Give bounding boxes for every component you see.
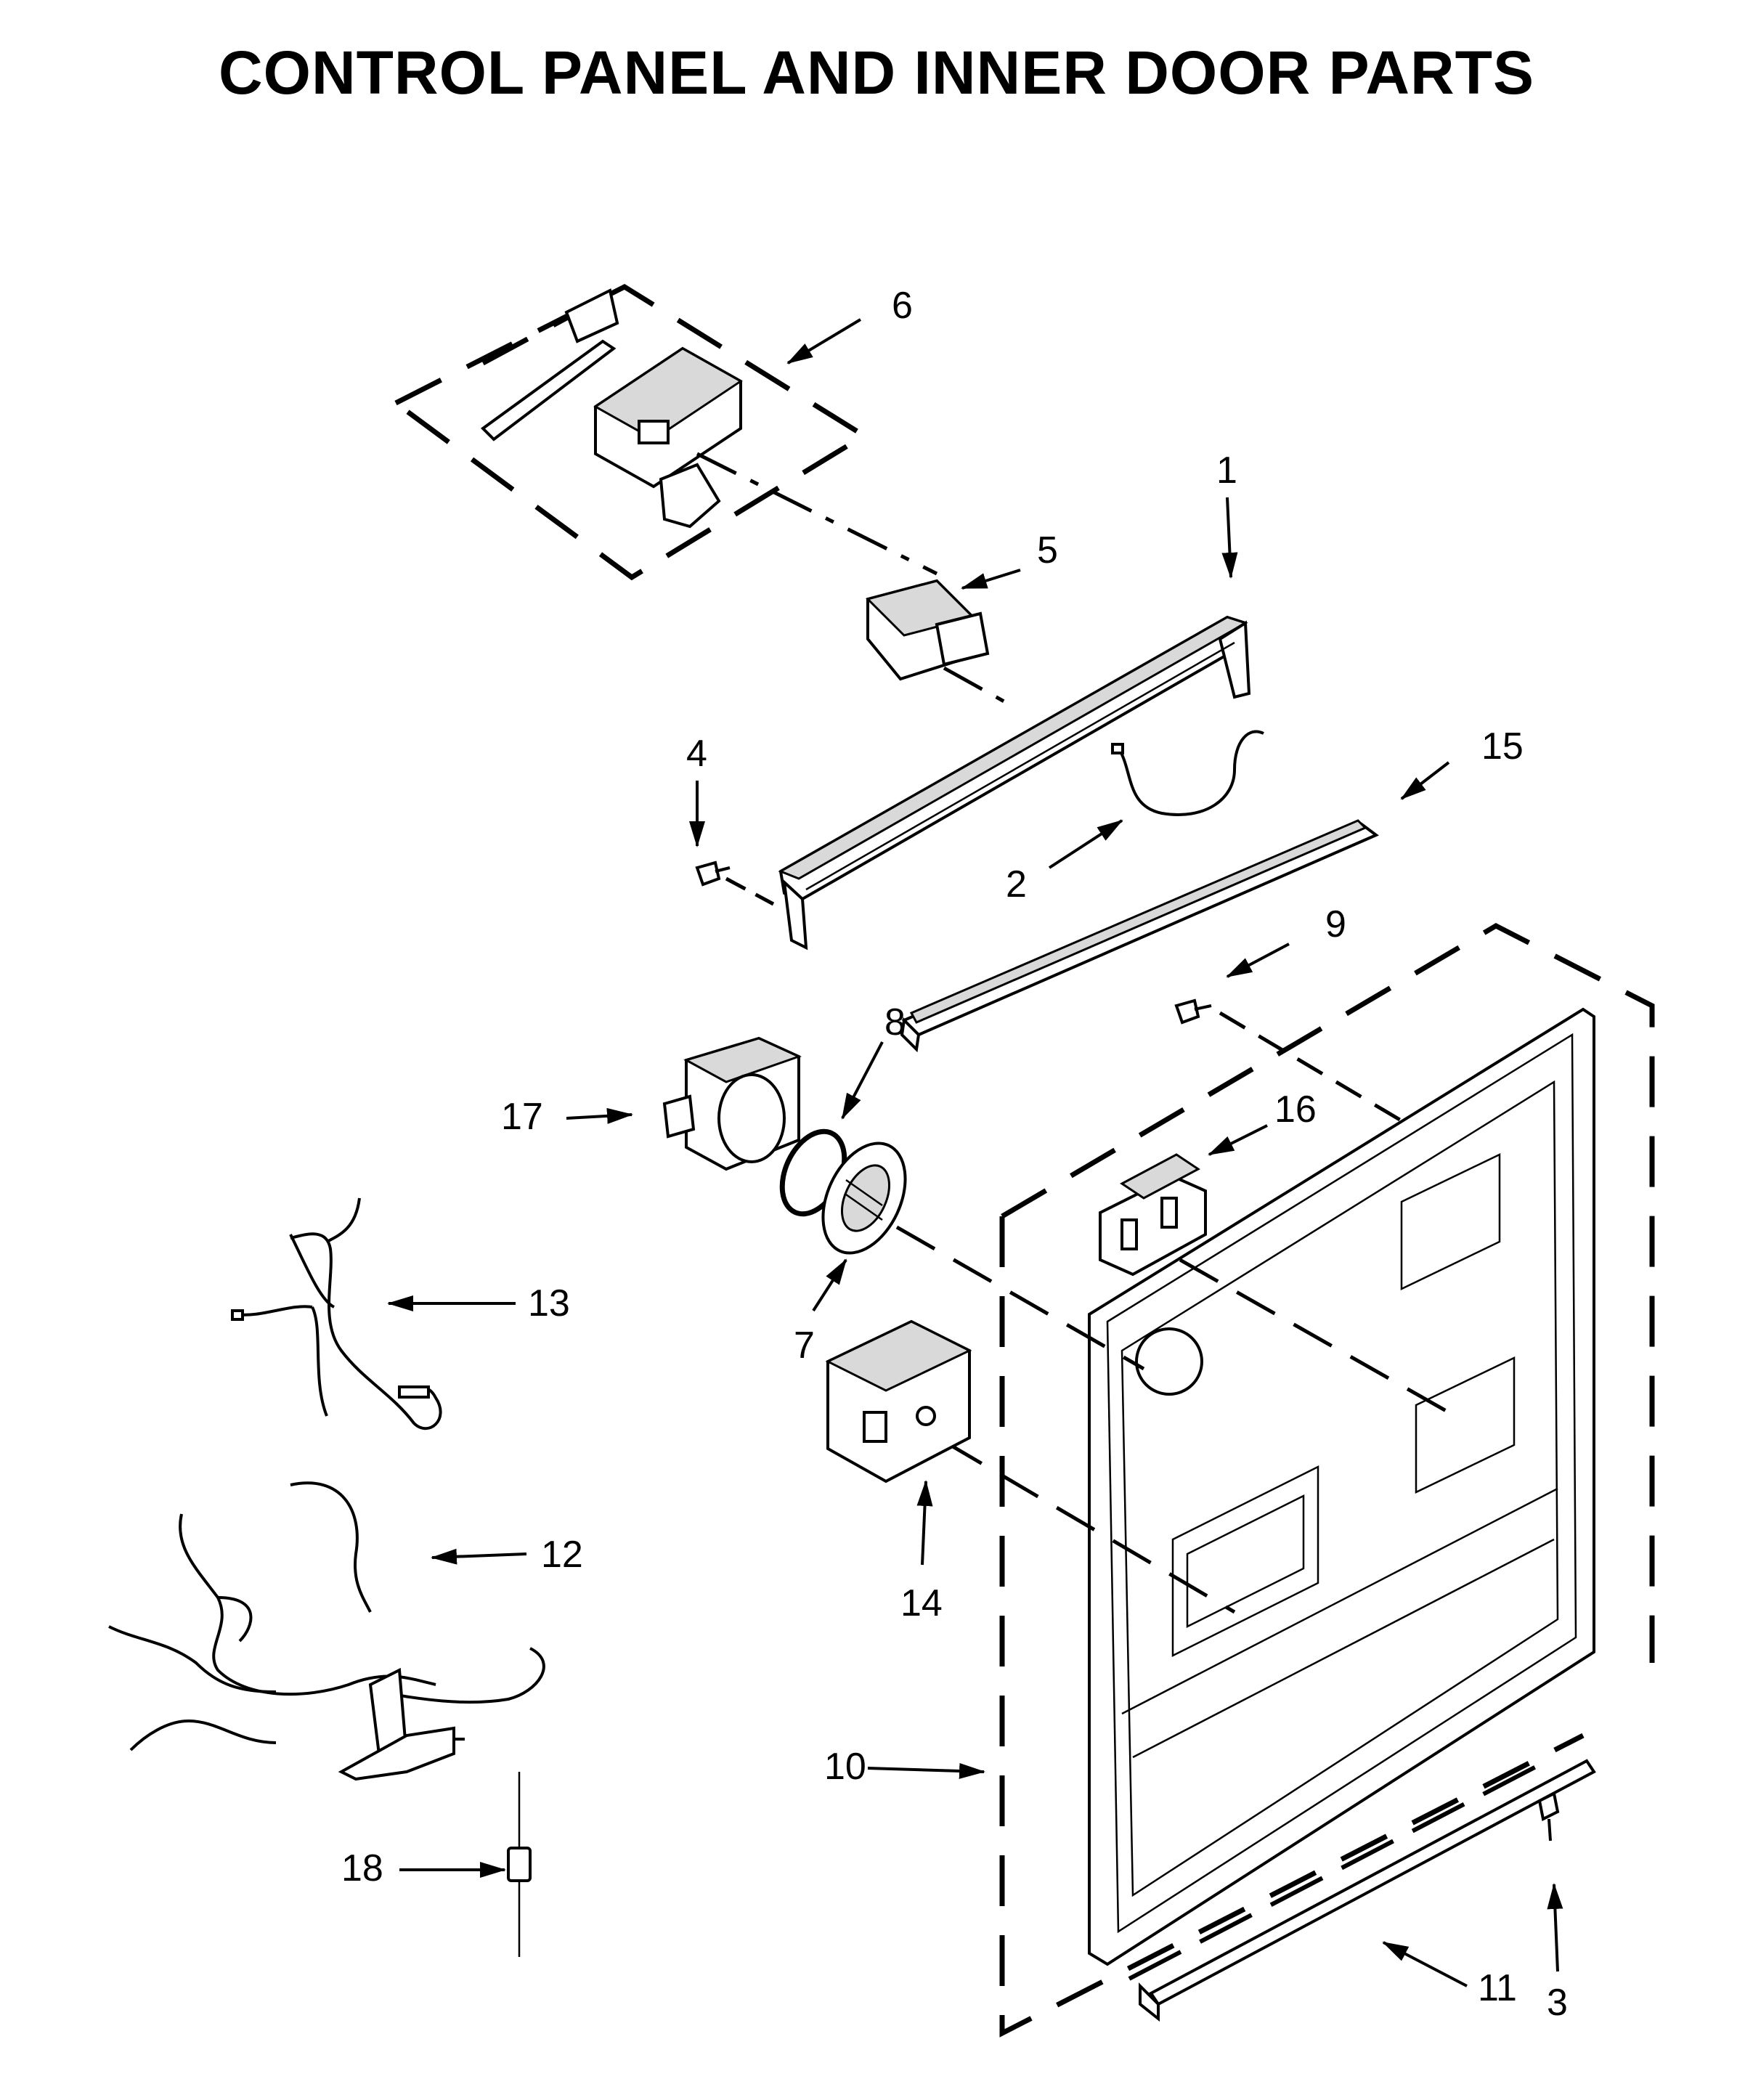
part-18-filter [507,1772,532,1957]
callout-8: 8 [884,1001,906,1043]
callout-16: 16 [1274,1088,1317,1131]
part-15-seal-strip [900,819,1379,1053]
page-title: CONTROL PANEL AND INNER DOOR PARTS [218,38,1535,107]
part-10-inner-door-box [999,923,1655,2038]
part-17-dispenser [662,1036,802,1171]
part-16-bracket [1099,1153,1207,1277]
part-1-control-panel [778,615,1251,951]
callout-11: 11 [1478,1967,1517,2009]
callout-9: 9 [1325,903,1346,945]
leader-5 [943,666,1011,707]
part-6-kit-box [394,283,869,581]
leader-4 [725,876,775,906]
part-3-screw [1537,1791,1560,1841]
part-9-screw [1174,998,1212,1025]
leader-7 [895,1225,1145,1371]
leader-6-to-5 [696,452,938,576]
callout-18: 18 [341,1847,383,1889]
part-2-connector [1111,743,1124,754]
callout-14: 14 [900,1582,943,1624]
inner-door-panel [1088,1007,1595,1966]
callout-5: 5 [1037,529,1058,571]
callout-12: 12 [541,1534,583,1576]
callout-3: 3 [1547,1982,1568,2024]
part-11-bottom-strip [1139,1759,1596,2022]
callout-10: 10 [824,1746,866,1788]
part-14-control-module [825,1319,972,1484]
callout-17: 17 [501,1096,543,1138]
leader-14 [943,1439,1236,1614]
callout-2: 2 [1006,863,1027,905]
part-2-wire [1117,730,1264,816]
callout-arrows [387,318,1563,1987]
callout-6: 6 [892,285,913,327]
part-12-wire-harness [108,1481,545,1781]
leader-16 [1179,1258,1450,1415]
part-13-wire-harness [231,1197,442,1430]
callout-4: 4 [686,733,707,775]
callout-13: 13 [528,1282,570,1324]
callout-15: 15 [1481,725,1524,768]
part-4-screw [695,860,731,887]
callout-7: 7 [794,1324,815,1367]
part-7-vent [821,1141,907,1255]
callout-1: 1 [1216,449,1237,492]
part-5-switch [866,579,990,681]
callout-labels: 6 1 5 4 2 15 9 8 17 16 7 13 12 14 10 11 … [341,285,1568,2024]
